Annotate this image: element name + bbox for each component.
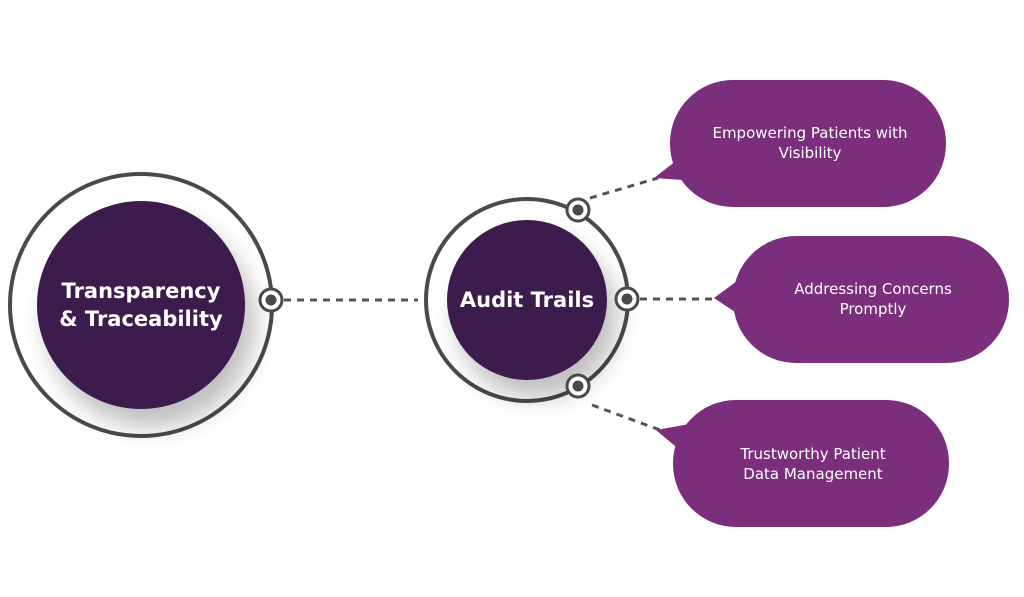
main-node-label: Transparency & Traceability: [59, 279, 223, 331]
bubble-3-shape: [656, 400, 949, 527]
connector-dot-hub-top: [565, 197, 591, 223]
connector-dot-main: [258, 287, 284, 313]
hub-node-circle: [447, 220, 607, 380]
connector-hub-to-bubble-1: [589, 176, 659, 200]
hub-node-label: Audit Trails: [459, 288, 595, 312]
bubble-2-shape: [714, 236, 1009, 363]
bubble-1-label: Empowering Patients with Visibility: [712, 124, 908, 162]
connector-dot-hub-right: [614, 286, 640, 312]
connector-dot-hub-bottom: [565, 373, 591, 399]
connector-hub-to-bubble-3: [591, 403, 661, 432]
bubble-2-label: Addressing Concerns Promptly: [794, 280, 952, 318]
bubble-1-shape: [654, 80, 946, 207]
bubble-3-label: Trustworthy Patient Data Management: [740, 445, 886, 483]
main-node-circle: [37, 201, 245, 409]
